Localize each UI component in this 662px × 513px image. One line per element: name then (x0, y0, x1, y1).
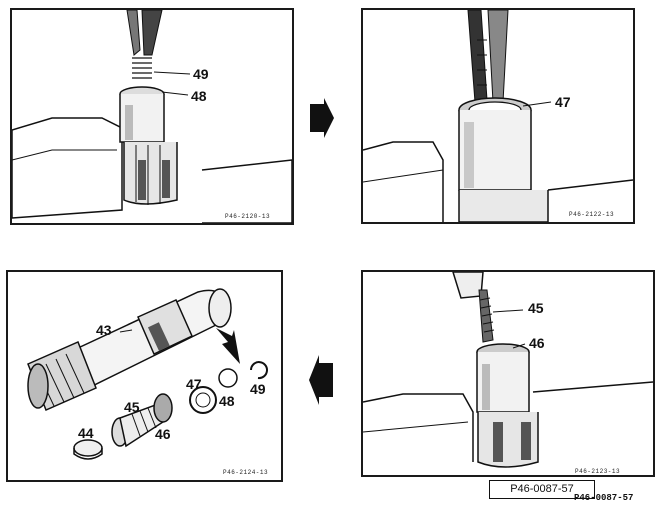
callout-48: 48 (191, 88, 207, 104)
panel-step-3: 45 46 P46-2123-13 (361, 270, 655, 477)
callout-47: 47 (555, 94, 571, 110)
panel-step-4: 43 47 49 48 45 46 44 P46-2124-13 (6, 270, 283, 482)
callout-49: 49 (250, 381, 266, 397)
panel-reference-code: P46-2123-13 (575, 468, 621, 475)
figure-id-label: P46-0087-57 (574, 493, 634, 503)
callout-45: 45 (124, 399, 140, 415)
panel-4-drawing (363, 272, 653, 468)
callout-49: 49 (193, 66, 209, 82)
panel-reference-code: P46-2120-13 (225, 213, 271, 220)
arrow-left-icon (309, 355, 333, 410)
panel-step-2: 47 P46-2122-13 (361, 8, 635, 224)
panel-reference-code: P46-2122-13 (569, 211, 615, 218)
panel-3-drawing (27, 288, 268, 460)
arrow-right-icon (310, 98, 334, 143)
callout-45: 45 (528, 300, 544, 316)
panel-2-drawing (363, 10, 633, 222)
callout-46: 46 (529, 335, 545, 351)
panel-reference-code: P46-2124-13 (223, 469, 269, 476)
callout-48: 48 (219, 393, 235, 409)
callout-47: 47 (186, 376, 202, 392)
panel-step-1: 49 48 P46-2120-13 (10, 8, 294, 225)
panel-1-drawing (12, 10, 292, 223)
callout-44: 44 (78, 425, 94, 441)
callout-46: 46 (155, 426, 171, 442)
callout-43: 43 (96, 322, 112, 338)
figure-id-box: P46-0087-57 (489, 480, 595, 499)
